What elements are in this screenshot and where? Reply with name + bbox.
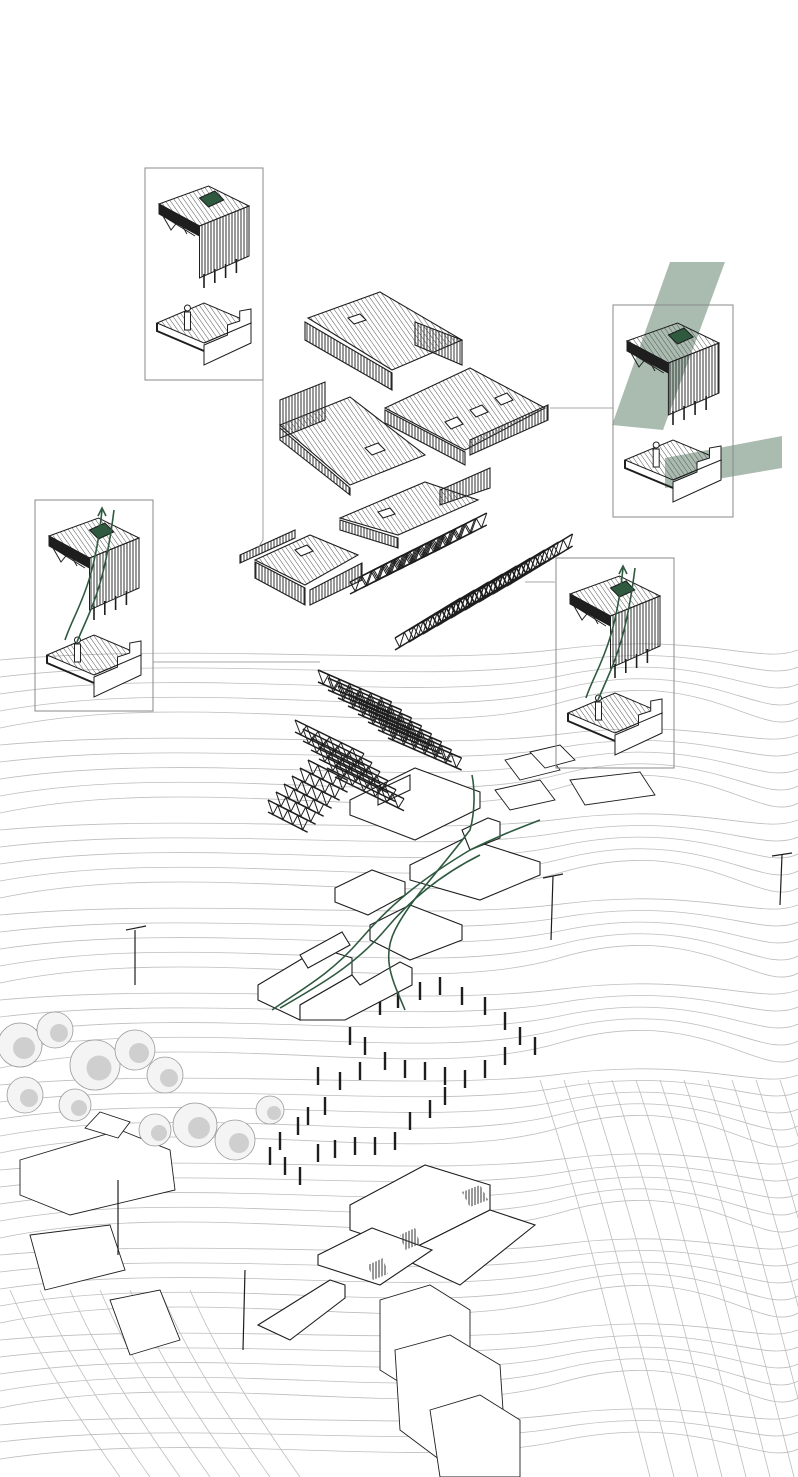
contour-line bbox=[0, 751, 798, 780]
circulation-paths bbox=[271, 774, 541, 1011]
tree-shade bbox=[20, 1089, 38, 1107]
contour-line bbox=[0, 825, 798, 848]
tree-shade bbox=[188, 1117, 210, 1139]
truss bbox=[307, 759, 349, 793]
slope-line bbox=[659, 1079, 771, 1477]
contour-line bbox=[0, 1091, 798, 1120]
slope-line bbox=[587, 1079, 699, 1477]
person-figure-icon bbox=[183, 304, 191, 312]
detail-panel-skylight bbox=[144, 167, 264, 381]
leader-lines bbox=[153, 380, 613, 663]
slope-line bbox=[563, 1079, 675, 1477]
contour-line bbox=[0, 1431, 798, 1460]
truss bbox=[506, 533, 574, 587]
contour-line bbox=[0, 1006, 798, 1035]
column-posts bbox=[268, 977, 537, 1185]
slope-line bbox=[683, 1079, 795, 1477]
arrow-up-icon bbox=[618, 564, 628, 575]
contour-line bbox=[0, 898, 798, 916]
ground-floor-walls bbox=[257, 869, 463, 1021]
person-figure-icon bbox=[652, 441, 660, 449]
slope-line bbox=[99, 1289, 211, 1477]
slope-line bbox=[69, 1289, 181, 1477]
contour-line bbox=[0, 921, 798, 950]
truss bbox=[367, 709, 443, 755]
contour-line bbox=[0, 910, 798, 933]
contour-line bbox=[0, 1018, 798, 1052]
contour-line bbox=[0, 666, 798, 695]
airflow-arrow bbox=[64, 509, 103, 641]
truss bbox=[433, 512, 488, 553]
slope-line bbox=[779, 1079, 798, 1138]
square-skylight-icon bbox=[198, 190, 225, 208]
contour-line bbox=[0, 678, 798, 712]
roof-panels bbox=[239, 291, 549, 606]
tree-shade bbox=[129, 1043, 149, 1063]
slope-line bbox=[707, 1079, 798, 1401]
slope-line bbox=[9, 1289, 121, 1477]
detail-panel-structure bbox=[555, 557, 675, 769]
contour-line bbox=[0, 655, 798, 678]
tree-shade bbox=[151, 1125, 167, 1141]
contour-line bbox=[0, 1335, 798, 1358]
contour-line bbox=[0, 1273, 798, 1307]
contour-line bbox=[0, 836, 798, 865]
contour-line bbox=[0, 1250, 798, 1273]
detail-panel-ventilation bbox=[34, 499, 154, 712]
slope-line bbox=[539, 1079, 651, 1477]
truss bbox=[377, 717, 453, 763]
contour-line bbox=[0, 1261, 798, 1290]
tree-shade bbox=[13, 1037, 35, 1059]
contour-line bbox=[0, 1369, 798, 1409]
tree-shade bbox=[50, 1024, 68, 1042]
contour-line bbox=[0, 689, 798, 729]
truss bbox=[334, 764, 405, 812]
slope-line bbox=[611, 1079, 723, 1477]
slope-line bbox=[755, 1079, 798, 1220]
tree-shade bbox=[160, 1069, 178, 1087]
tree-shade bbox=[71, 1100, 87, 1116]
tree-shade bbox=[86, 1055, 112, 1081]
roof-trusses bbox=[267, 512, 574, 833]
contour-line bbox=[0, 1420, 798, 1443]
slope-line bbox=[635, 1079, 747, 1477]
contour-line bbox=[0, 1346, 798, 1375]
square-skylight-icon bbox=[667, 327, 695, 345]
contour-line bbox=[0, 763, 798, 797]
utility-poles bbox=[117, 852, 793, 1351]
detail-panels bbox=[34, 167, 734, 769]
contour-line bbox=[0, 740, 798, 763]
arrow-up-icon bbox=[97, 506, 107, 517]
contour-line bbox=[0, 944, 798, 984]
tree-shade bbox=[229, 1133, 249, 1153]
contour-line bbox=[0, 1080, 798, 1103]
foundation-platform bbox=[256, 1164, 537, 1341]
slope-line bbox=[731, 1079, 798, 1308]
airflow-arrow bbox=[585, 567, 624, 699]
contour-line bbox=[0, 1029, 798, 1069]
contour-line bbox=[0, 983, 798, 1001]
airflow-arrow bbox=[597, 567, 636, 701]
slope-line bbox=[39, 1289, 151, 1477]
village-buildings bbox=[19, 744, 656, 1477]
tree-shade bbox=[267, 1106, 281, 1120]
slope-line bbox=[189, 1289, 301, 1477]
trees bbox=[0, 1011, 285, 1161]
contour-line bbox=[0, 1358, 798, 1392]
contour-line bbox=[0, 1188, 798, 1222]
truss bbox=[387, 725, 463, 771]
contour-line bbox=[0, 643, 798, 661]
airflow-arrow bbox=[76, 509, 115, 643]
contour-line bbox=[0, 813, 798, 831]
contour-line bbox=[0, 933, 798, 967]
contour-line bbox=[0, 728, 798, 746]
detail-panel-light bbox=[612, 304, 734, 518]
contour-line bbox=[0, 995, 798, 1018]
slope-line bbox=[159, 1289, 271, 1477]
